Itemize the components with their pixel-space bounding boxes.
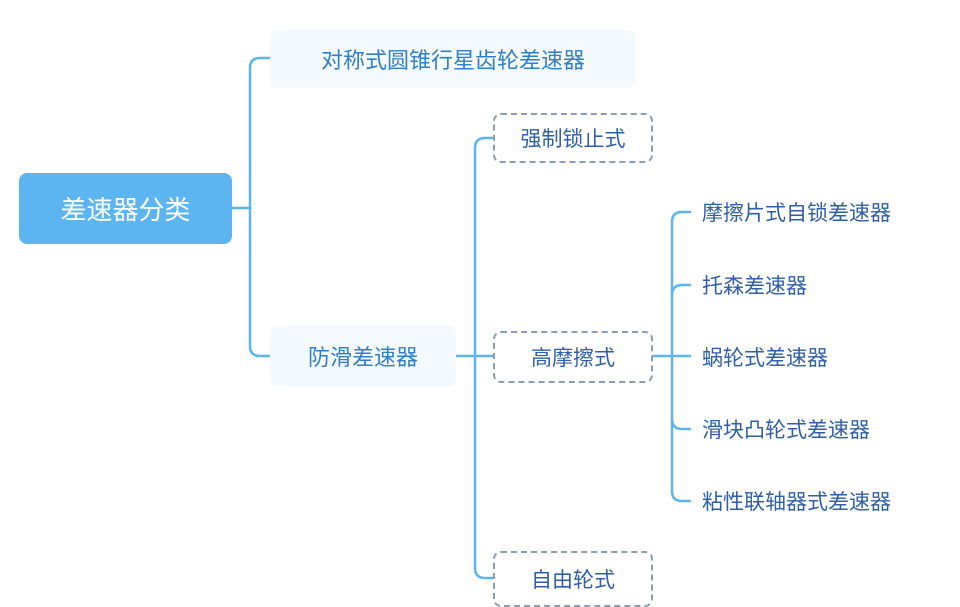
connector-to-free-wheel	[473, 354, 495, 580]
leaf-worm-gear[interactable]: 蜗轮式差速器	[702, 341, 828, 373]
node-symmetric-bevel-differential[interactable]: 对称式圆锥行星齿轮差速器	[270, 30, 636, 88]
node-label: 摩擦片式自锁差速器	[702, 201, 891, 225]
connector-to-leaf-1	[670, 210, 692, 358]
node-label: 强制锁止式	[520, 127, 626, 151]
root-label: 差速器分类	[60, 196, 191, 226]
node-label: 托森差速器	[702, 274, 807, 298]
node-forced-lock[interactable]: 强制锁止式	[493, 113, 653, 163]
connector-to-leaf-2	[670, 283, 692, 297]
node-label: 对称式圆锥行星齿轮差速器	[320, 49, 585, 74]
node-label: 高摩擦式	[531, 346, 615, 370]
leaf-friction-plate-self-locking[interactable]: 摩擦片式自锁差速器	[702, 196, 891, 228]
connector-to-leaf-5	[670, 354, 692, 503]
node-high-friction[interactable]: 高摩擦式	[493, 331, 653, 383]
connector-to-leaf-4	[670, 417, 692, 431]
connector-to-symmetric	[248, 56, 272, 210]
connector-lines	[230, 56, 692, 580]
node-label: 粘性联轴器式差速器	[702, 490, 891, 514]
connector-to-forced-lock	[473, 136, 495, 358]
node-anti-slip-differential[interactable]: 防滑差速器	[270, 326, 456, 386]
node-label: 蜗轮式差速器	[702, 346, 828, 370]
leaf-viscous-coupling[interactable]: 粘性联轴器式差速器	[702, 485, 891, 517]
node-free-wheel[interactable]: 自由轮式	[493, 551, 653, 607]
node-label: 滑块凸轮式差速器	[702, 418, 870, 442]
leaf-slider-cam[interactable]: 滑块凸轮式差速器	[702, 413, 870, 445]
root-node[interactable]: 差速器分类	[19, 173, 232, 244]
node-label: 防滑差速器	[307, 346, 418, 371]
node-label: 自由轮式	[531, 568, 615, 592]
connector-to-antislip	[248, 206, 272, 358]
leaf-torsen[interactable]: 托森差速器	[702, 269, 807, 301]
